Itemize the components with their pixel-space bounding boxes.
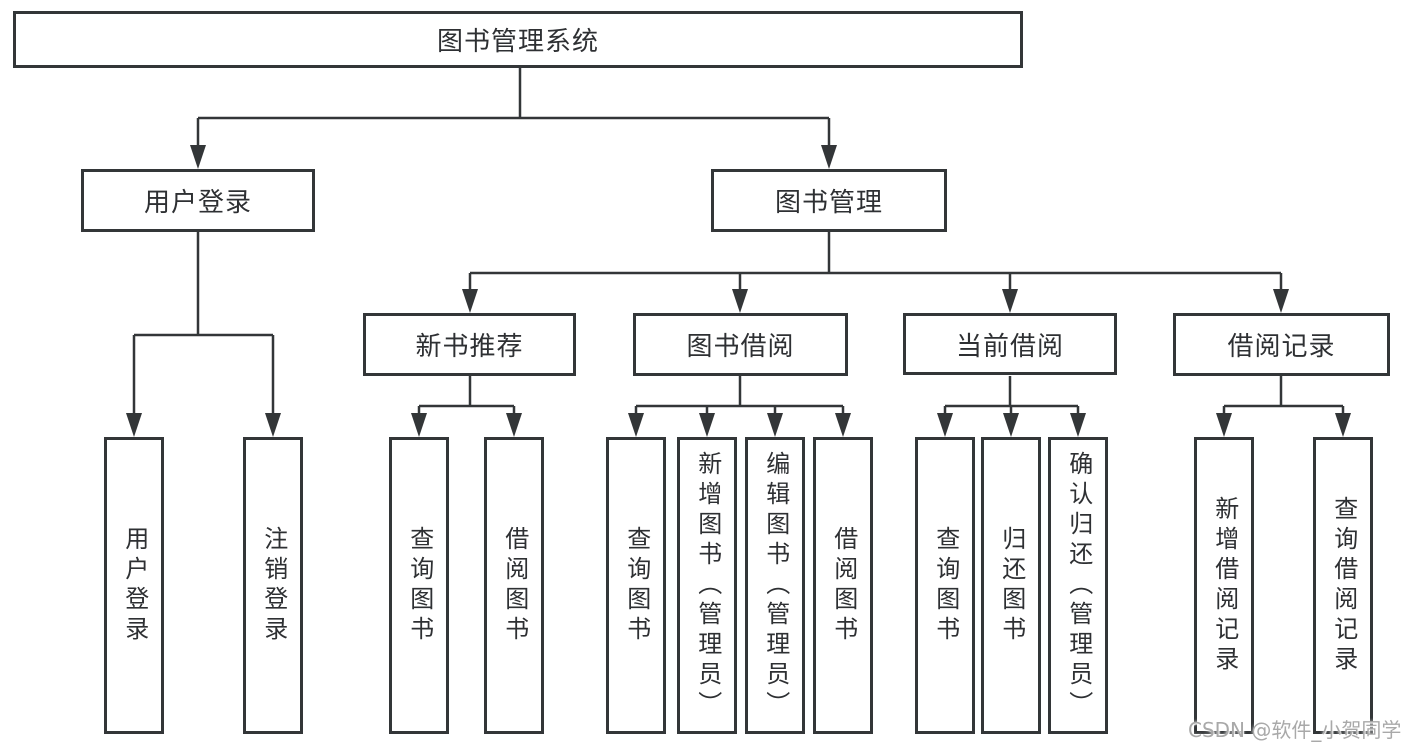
leaf-label: 借阅图书 [500,525,529,646]
leaf-label: 新增借阅记录 [1210,495,1239,676]
leaf-add-book-admin: 新增图书（管理员） [677,437,737,734]
leaf-logout: 注销登录 [243,437,303,734]
leaf-label: 新增图书（管理员） [693,450,722,721]
leaf-borrow-books-recommend: 借阅图书 [484,437,544,734]
leaf-label: 查询借阅记录 [1329,495,1358,676]
leaf-label: 归还图书 [997,525,1026,646]
node-label: 图书借阅 [686,332,795,362]
node-book-management: 图书管理 [711,169,947,232]
leaf-user-login: 用户登录 [104,437,164,734]
node-borrow-record: 借阅记录 [1173,313,1390,376]
leaf-label: 查询图书 [931,525,960,646]
node-label: 新书推荐 [415,332,524,362]
node-new-book-recommend: 新书推荐 [363,313,576,376]
leaf-query-borrow-record: 查询借阅记录 [1313,437,1373,734]
csdn-watermark: CSDN @软件_小贺同学 [1188,718,1402,742]
node-book-borrow: 图书借阅 [633,313,848,376]
node-user-login: 用户登录 [81,169,315,232]
node-current-borrow: 当前借阅 [903,313,1117,375]
leaf-query-books-recommend: 查询图书 [389,437,449,734]
node-root-system: 图书管理系统 [13,11,1023,68]
leaf-query-books-borrow: 查询图书 [606,437,666,734]
leaf-label: 确认归还（管理员） [1064,450,1093,721]
leaf-add-borrow-record: 新增借阅记录 [1194,437,1254,734]
leaf-borrow-books: 借阅图书 [813,437,873,734]
leaf-confirm-return-admin: 确认归还（管理员） [1048,437,1108,734]
node-label: 当前借阅 [955,331,1064,362]
leaf-edit-book-admin: 编辑图书（管理员） [745,437,805,734]
leaf-label: 查询图书 [622,525,651,646]
leaf-label: 查询图书 [405,525,434,646]
node-label: 图书管理系统 [436,27,599,57]
leaf-label: 编辑图书（管理员） [761,450,790,721]
leaf-query-books-current: 查询图书 [915,437,975,734]
leaf-label: 借阅图书 [829,525,858,646]
node-label: 借阅记录 [1227,332,1336,362]
leaf-return-book: 归还图书 [981,437,1041,734]
arrowheads [126,145,1351,437]
leaf-label: 注销登录 [259,525,288,646]
node-label: 用户登录 [143,188,252,218]
leaf-label: 用户登录 [120,525,149,646]
node-label: 图书管理 [774,188,883,218]
